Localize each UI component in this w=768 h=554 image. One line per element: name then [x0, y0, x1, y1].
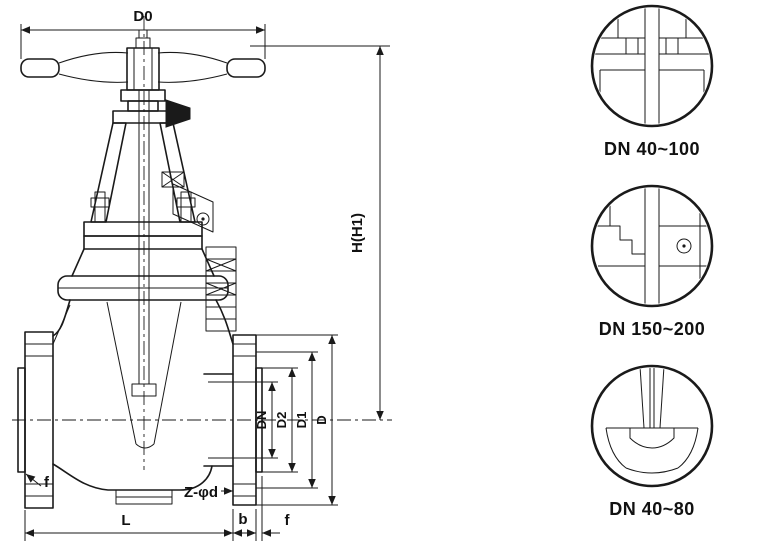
dimension-annotations: D0 H(H1) DN D2 D1 — [20, 8, 390, 541]
right-flange — [232, 334, 263, 506]
left-flange — [17, 331, 54, 509]
dim-label-l: L — [121, 512, 130, 529]
detail-middle-internals — [594, 188, 710, 304]
wedge-gate — [106, 301, 182, 449]
dim-label-d2: D2 — [274, 412, 289, 429]
detail-circle-bottom — [590, 364, 714, 488]
valve-body — [52, 275, 262, 505]
detail-bottom-internals — [605, 368, 699, 474]
valve-main-view — [12, 16, 392, 509]
dim-label-h: H(H1) — [349, 213, 366, 253]
dim-label-bolt-spec: Z-φd — [184, 484, 218, 501]
dim-label-dn: DN — [254, 411, 269, 430]
dim-dn: DN — [254, 381, 278, 459]
handwheel — [20, 29, 266, 91]
dim-label-d: D — [314, 415, 329, 424]
bonnet — [71, 191, 215, 277]
gland-bolt-stack — [205, 246, 237, 332]
detail-view-top — [590, 4, 714, 128]
detail-circle-middle — [590, 184, 714, 308]
stem-assembly — [112, 89, 191, 397]
centerlines — [12, 16, 392, 470]
dim-h: H(H1) — [250, 45, 390, 420]
dim-d0: D0 — [20, 8, 266, 59]
detail-view-bottom — [590, 364, 714, 488]
detail-label-top: DN 40~100 — [604, 139, 700, 159]
dim-d: D — [256, 334, 338, 506]
dim-label-d0: D0 — [133, 8, 152, 25]
yoke — [90, 122, 214, 233]
detail-view-middle — [590, 184, 714, 308]
dim-label-b: b — [238, 511, 247, 528]
dim-label-f-left: f — [44, 474, 50, 491]
dim-l-b-f: L b f — [24, 476, 291, 541]
dim-d2: D2 — [262, 367, 298, 473]
position-indicator — [165, 99, 191, 128]
detail-label-middle: DN 150~200 — [599, 319, 706, 339]
dim-d1: D1 — [256, 351, 318, 489]
dim-bolt-spec: Z-φd — [184, 484, 233, 501]
dim-label-d1: D1 — [294, 412, 309, 429]
dim-label-f-right: f — [285, 512, 291, 529]
detail-circle-top — [590, 4, 714, 128]
detail-label-bottom: DN 40~80 — [609, 499, 695, 519]
dim-f-left: f — [25, 473, 50, 491]
